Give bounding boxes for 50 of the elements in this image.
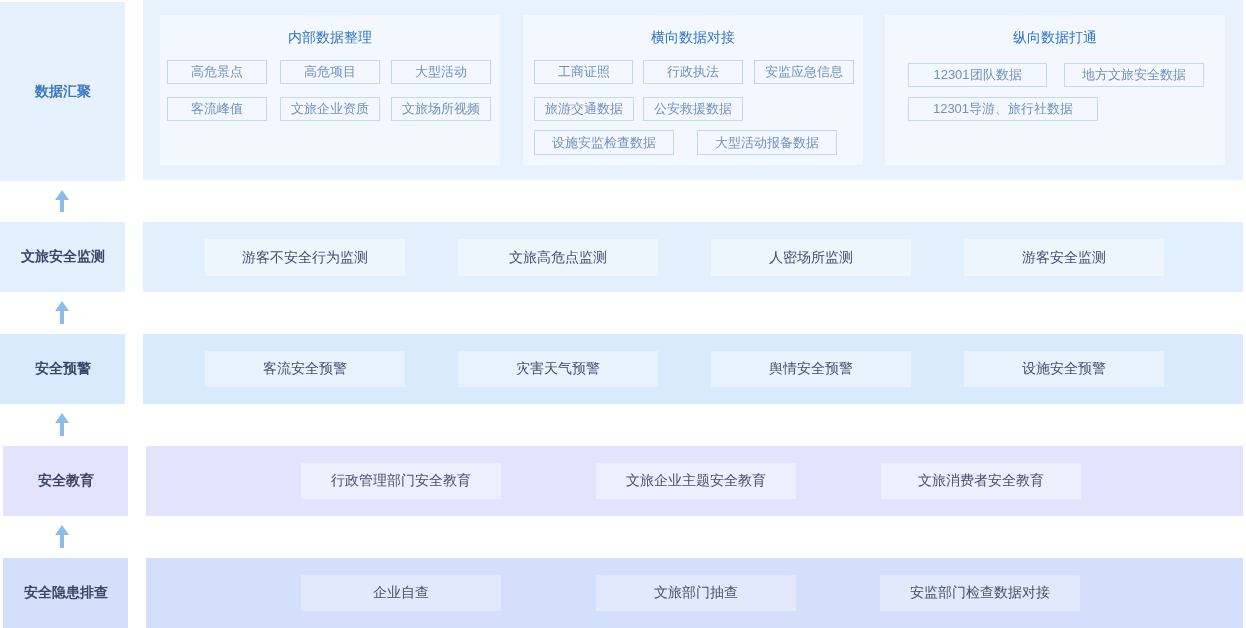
data-source-tag: 12301导游、旅行社数据 bbox=[908, 97, 1098, 121]
group-title: 内部数据整理 bbox=[288, 28, 372, 46]
data-source-tag: 旅游交通数据 bbox=[534, 97, 634, 121]
data-source-tag: 大型活动报备数据 bbox=[697, 130, 837, 155]
layer-panel bbox=[146, 558, 1243, 628]
arrow bbox=[55, 190, 69, 212]
layer-label: 安全预警 bbox=[0, 334, 125, 404]
layer-label: 文旅安全监测 bbox=[0, 222, 125, 292]
function-tile: 文旅企业主题安全教育 bbox=[596, 463, 796, 499]
function-tile: 客流安全预警 bbox=[205, 351, 405, 387]
layer-panel bbox=[143, 334, 1243, 404]
data-source-tag: 公安救援数据 bbox=[643, 97, 743, 121]
data-source-tag: 工商证照 bbox=[534, 60, 633, 84]
arrow bbox=[55, 525, 69, 548]
function-tile: 游客安全监测 bbox=[964, 239, 1164, 276]
function-tile: 舆情安全预警 bbox=[711, 351, 911, 387]
group-panel bbox=[160, 15, 500, 165]
layer-panel bbox=[146, 446, 1243, 516]
data-source-tag: 文旅场所视频 bbox=[391, 97, 491, 121]
layer-label: 安全隐患排查 bbox=[3, 558, 128, 628]
data-source-tag: 设施安监检查数据 bbox=[534, 130, 674, 155]
layer-panel bbox=[143, 222, 1243, 292]
group-panel bbox=[523, 15, 863, 165]
group-panel bbox=[885, 15, 1225, 165]
function-tile: 行政管理部门安全教育 bbox=[301, 463, 501, 499]
function-tile: 安监部门检查数据对接 bbox=[880, 575, 1080, 611]
arrow bbox=[55, 301, 69, 324]
function-tile: 企业自查 bbox=[301, 575, 501, 611]
data-source-tag: 行政执法 bbox=[643, 60, 743, 84]
data-source-tag: 客流峰值 bbox=[167, 97, 267, 121]
data-source-tag: 文旅企业资质 bbox=[280, 97, 380, 121]
function-tile: 灾害天气预警 bbox=[458, 351, 658, 387]
function-tile: 文旅消费者安全教育 bbox=[881, 463, 1081, 499]
group-title: 纵向数据打通 bbox=[1013, 28, 1097, 46]
group-title: 横向数据对接 bbox=[651, 28, 735, 46]
data-source-tag: 高危景点 bbox=[167, 60, 267, 84]
data-source-tag: 安监应急信息 bbox=[754, 60, 854, 84]
data-source-tag: 12301团队数据 bbox=[908, 63, 1047, 87]
function-tile: 设施安全预警 bbox=[964, 351, 1164, 387]
data-source-tag: 地方文旅安全数据 bbox=[1064, 63, 1204, 87]
function-tile: 文旅部门抽查 bbox=[596, 575, 796, 611]
function-tile: 文旅高危点监测 bbox=[458, 239, 658, 276]
data-source-tag: 高危项目 bbox=[280, 60, 380, 84]
arrow bbox=[55, 413, 69, 436]
function-tile: 游客不安全行为监测 bbox=[205, 239, 405, 276]
data-source-tag: 大型活动 bbox=[391, 60, 491, 84]
layer-label: 安全教育 bbox=[3, 446, 128, 516]
layer-label: 数据汇聚 bbox=[0, 2, 125, 181]
function-tile: 人密场所监测 bbox=[711, 239, 911, 276]
layer-panel bbox=[143, 0, 1243, 180]
